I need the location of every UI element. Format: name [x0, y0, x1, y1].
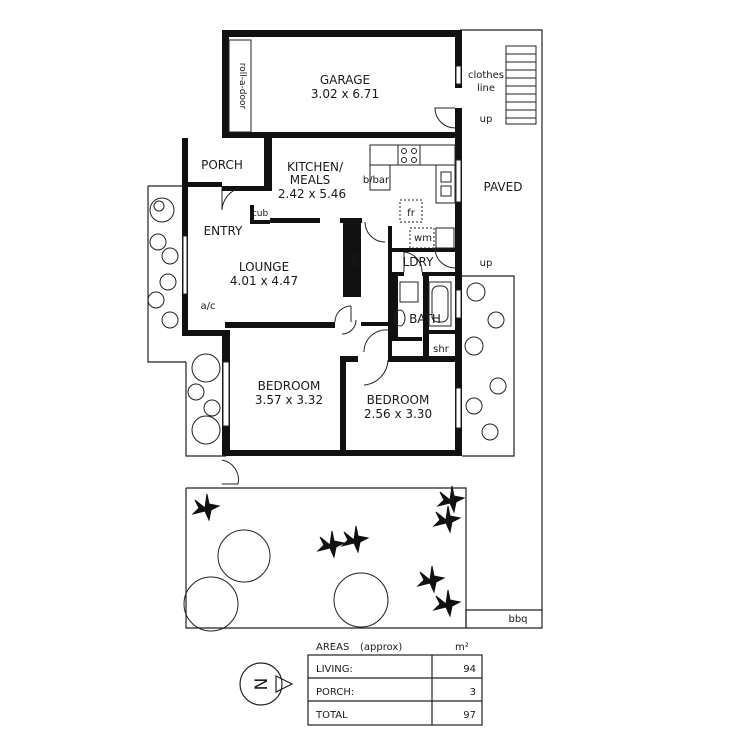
bedroom2-dims: 2.56 x 3.30	[364, 407, 432, 421]
shrub	[487, 311, 505, 329]
shrub	[464, 336, 484, 356]
ldry-label: LDRY	[403, 255, 434, 269]
palm	[436, 485, 466, 514]
compass	[239, 662, 294, 706]
bedroom1-name: BEDROOM	[258, 379, 321, 393]
shrub	[191, 353, 221, 383]
palm	[432, 589, 462, 618]
areas-title-note: (approx)	[360, 642, 402, 653]
kitchen-name-1: KITCHEN/	[287, 160, 344, 174]
compass-letter: N	[252, 678, 272, 691]
areas-row-value: 94	[463, 664, 476, 675]
shrub	[161, 247, 179, 265]
shrub	[147, 291, 165, 309]
shrub	[187, 383, 205, 401]
clothes-line-label-1: clothes	[468, 70, 504, 81]
areas-unit: m²	[455, 642, 469, 653]
areas-row-label: LIVING:	[316, 664, 353, 675]
shrub	[149, 197, 175, 223]
kitchen-name-2: MEALS	[290, 173, 330, 187]
roll-a-door-label: roll-a-door	[237, 63, 247, 110]
shrub	[161, 311, 179, 329]
fr-label: fr	[407, 208, 416, 219]
garage-dims: 3.02 x 6.71	[311, 87, 379, 101]
areas-table	[307, 654, 483, 726]
palm	[416, 565, 446, 594]
clothes-line-label-2: line	[477, 83, 495, 94]
ac-label: a/c	[201, 301, 216, 312]
bedroom2-name: BEDROOM	[367, 393, 430, 407]
shrub	[149, 233, 167, 251]
cub-label-1: cub	[252, 209, 269, 219]
doors	[221, 107, 456, 485]
tree	[217, 529, 271, 583]
shr-label: shr	[433, 344, 450, 355]
cub-label-2: cub	[349, 252, 359, 269]
palm-plants	[191, 485, 466, 618]
entry-label: ENTRY	[204, 224, 243, 238]
palm	[340, 525, 370, 554]
lounge-dims: 4.01 x 4.47	[230, 274, 298, 288]
bbar-label: b/bar	[363, 175, 390, 186]
porch-label: PORCH	[201, 158, 243, 172]
garage-name: GARAGE	[320, 73, 370, 87]
roll-a-door-frame	[228, 39, 252, 133]
shrub	[489, 377, 507, 395]
bathroom-fittings	[394, 281, 452, 327]
up-label-2: up	[480, 258, 493, 269]
palm	[316, 530, 346, 559]
areas-title: AREAS	[316, 642, 349, 653]
shrub	[466, 282, 486, 302]
shrub	[191, 415, 221, 445]
kitchen-dims: 2.42 x 5.46	[278, 187, 346, 201]
shrub	[481, 423, 499, 441]
steps	[505, 45, 537, 125]
tree	[333, 572, 389, 628]
areas-row-label: TOTAL	[315, 710, 348, 721]
windows	[182, 65, 462, 429]
areas-row-value: 3	[470, 687, 476, 698]
shrub	[465, 397, 483, 415]
lounge-name: LOUNGE	[239, 260, 289, 274]
palm	[432, 505, 462, 534]
site-boundary	[147, 29, 543, 629]
shrub	[159, 273, 177, 291]
landscape	[147, 197, 507, 632]
bedroom1-dims: 3.57 x 3.32	[255, 393, 323, 407]
shrub	[203, 399, 221, 417]
bath-label: BATH	[409, 312, 441, 326]
labels: GARAGE 3.02 x 6.71 roll-a-door clothes l…	[201, 63, 528, 721]
palm	[191, 493, 221, 522]
kitchen-fittings	[369, 144, 456, 249]
up-label-1: up	[480, 114, 493, 125]
areas-row-label: PORCH:	[316, 687, 354, 698]
areas-row-value: 97	[463, 710, 476, 721]
wm-label: wm	[414, 233, 432, 244]
paved-label: PAVED	[484, 180, 523, 194]
bbq-label: bbq	[508, 614, 527, 625]
tree	[183, 576, 239, 632]
